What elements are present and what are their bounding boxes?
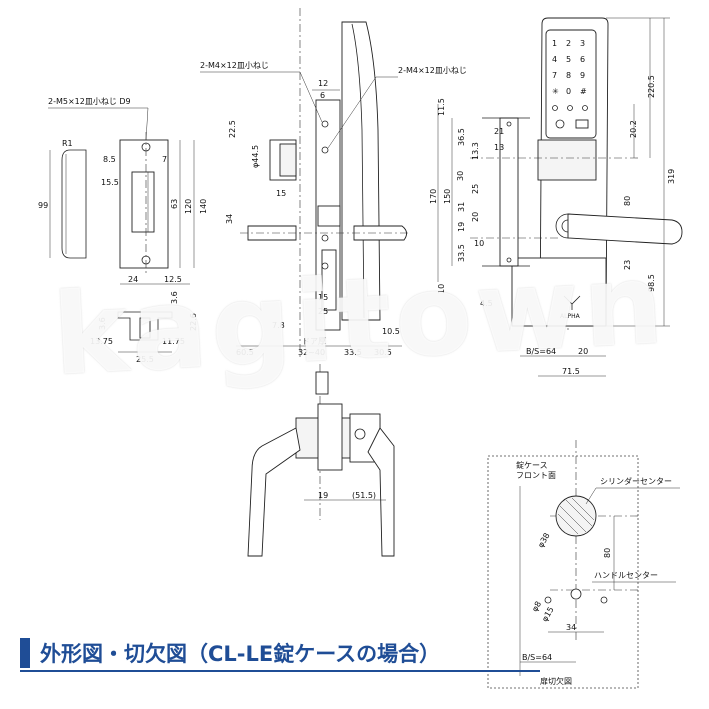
- dim-13-3: 13.3: [471, 142, 480, 160]
- strike-plate-view: 2-M5×12皿小ねじ D9 R1 99 8.5 7 15.5 63 120 1…: [38, 97, 208, 364]
- strike-screw-label: 2-M5×12皿小ねじ D9: [48, 97, 131, 106]
- handle-dia-1: φ8: [530, 600, 543, 613]
- front-view: 1 2 3 4 5 6 7 8 9 ✳ 0 # ALPHA: [429, 17, 683, 377]
- dim-20-2: 20.2: [629, 120, 638, 138]
- dim-4-5: 4.5: [480, 299, 493, 308]
- dim-12-5: 12.5: [164, 275, 182, 284]
- key-1: 1: [552, 39, 557, 48]
- dim-30: 30: [456, 171, 465, 181]
- dim-10-top: 11.5: [437, 98, 446, 116]
- dim-r1: R1: [62, 139, 73, 148]
- offset-34: 34: [566, 623, 576, 632]
- dim-99: 99: [38, 201, 48, 210]
- dim-11-75: 11.75: [162, 337, 185, 346]
- dim-15-upper: 15: [276, 189, 286, 198]
- dim-10-bottom: 10: [437, 284, 446, 294]
- center-distance: 80: [603, 548, 612, 558]
- dim-98-5: 98.5: [647, 274, 656, 292]
- dim-150: 150: [443, 189, 452, 204]
- dim-11-5: 10: [474, 239, 484, 248]
- front-width-total: 71.5: [562, 367, 580, 376]
- handle-center-label: ハンドルセンター: [594, 571, 658, 580]
- section-title: 外形図・切欠図（CL-LE錠ケースの場合）: [40, 642, 441, 666]
- brand-logo: ALPHA: [560, 313, 581, 320]
- dim-12: 12: [318, 79, 328, 88]
- dim-319: 319: [667, 169, 676, 184]
- key-6: 6: [580, 55, 585, 64]
- key-star: ✳: [552, 87, 559, 96]
- key-5: 5: [566, 55, 571, 64]
- dim-15-5: 15.5: [101, 178, 119, 187]
- dim-7: 7: [162, 155, 167, 164]
- dim-25-5: 25.5: [136, 355, 154, 364]
- dim-33-5: 33.5: [344, 348, 362, 357]
- title-underline: [20, 670, 540, 672]
- cutout-bs-label: B/S=64: [522, 653, 552, 662]
- key-3: 3: [580, 39, 585, 48]
- dim-25: 25: [318, 307, 328, 316]
- side-section-view: 2-M4×12皿小ねじ 2-M4×12皿小ねじ 12 6 22.5 φ44.5 …: [200, 8, 467, 360]
- case-screw-left-label: 2-M4×12皿小ねじ: [200, 61, 269, 70]
- key-hash: #: [580, 87, 587, 96]
- dim-20-front: 20: [471, 212, 480, 222]
- dim-19-top: 19: [318, 491, 328, 500]
- title-accent-mark: [20, 638, 30, 668]
- key-7: 7: [552, 71, 557, 80]
- dim-80: 80: [623, 196, 632, 206]
- dim-24: 24: [128, 275, 138, 284]
- door-thickness-label: ドア厚: [302, 337, 326, 346]
- cylinder-center-label: シリンダーセンター: [600, 476, 672, 486]
- door-thickness-range: 32~40: [298, 348, 325, 357]
- dim-22-6: 22.6: [189, 313, 198, 331]
- front-bs-right: 20: [578, 347, 588, 356]
- dim-22-5: 22.5: [228, 120, 237, 138]
- key-4: 4: [552, 55, 557, 64]
- dim-33-5-front: 33.5: [457, 244, 466, 262]
- dim-170: 170: [429, 189, 438, 204]
- dim-23: 23: [623, 260, 632, 270]
- key-0: 0: [566, 87, 571, 96]
- dim-phi-44-5: φ44.5: [251, 145, 260, 168]
- dim-7-8: 7.8: [272, 321, 285, 330]
- dim-19: 19: [457, 222, 466, 232]
- handle-dia-2: φ15: [540, 605, 556, 623]
- dim-13-75: 13.75: [90, 337, 113, 346]
- dim-13: 13: [494, 143, 504, 152]
- dim-220-5: 220.5: [647, 75, 656, 98]
- dim-8-5: 8.5: [103, 155, 116, 164]
- dim-63: 63: [170, 199, 179, 209]
- dim-34: 34: [225, 214, 234, 224]
- dim-10-5: 10.5: [382, 327, 400, 336]
- case-screw-right-label: 2-M4×12皿小ねじ: [398, 66, 467, 75]
- top-view: 19 (51.5): [247, 364, 395, 557]
- key-8: 8: [566, 71, 571, 80]
- dim-36-5: 36.5: [457, 128, 466, 146]
- keypad: 1 2 3 4 5 6 7 8 9 ✳ 0 #: [552, 39, 589, 129]
- dim-3-6b: 3.6: [98, 317, 107, 330]
- cutout-view: 錠ケースフロント面 シリンダーセンター ハンドルセンター φ38 80 φ8 φ…: [487, 440, 680, 689]
- dim-30-5: 30.5: [374, 348, 392, 357]
- front-bs-label: B/S=64: [526, 347, 556, 356]
- dim-51-5: (51.5): [352, 491, 376, 500]
- cutout-caption: 扉切欠図: [540, 676, 572, 686]
- key-2: 2: [566, 39, 571, 48]
- dim-31: 31: [457, 202, 466, 212]
- dim-60-5: 60.5: [236, 348, 254, 357]
- lock-face-label: 錠ケースフロント面: [516, 460, 556, 480]
- dim-25-front: 25: [471, 184, 480, 194]
- dim-6: 6: [320, 91, 325, 100]
- section-title-bar: 外形図・切欠図（CL-LE錠ケースの場合）: [20, 636, 540, 672]
- dim-15-lower: 15: [318, 293, 328, 302]
- dim-3-6a: 3.6: [170, 291, 179, 304]
- dim-120: 120: [184, 199, 193, 214]
- dim-140: 140: [199, 199, 208, 214]
- dim-21: 21: [494, 127, 504, 136]
- key-9: 9: [580, 71, 585, 80]
- cyl-diameter: φ38: [536, 531, 552, 549]
